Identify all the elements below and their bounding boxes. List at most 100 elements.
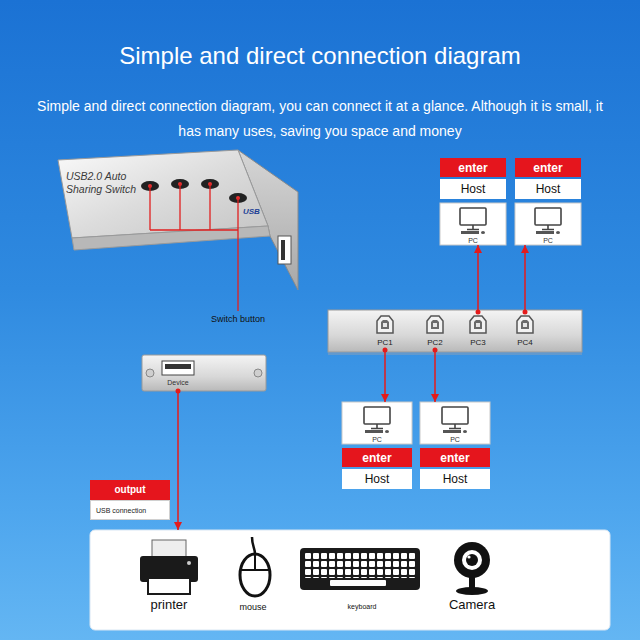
host-tag: Host	[365, 473, 390, 485]
enter-tag-box: enter	[515, 158, 581, 177]
enter-tag: enter	[362, 452, 391, 464]
pc-label-box: PC	[420, 435, 490, 444]
usb-port: PC3	[460, 312, 496, 350]
device-port: Device	[142, 355, 266, 391]
pc-host: enterHostPC	[515, 158, 581, 245]
port-label: PC4	[517, 339, 533, 347]
pc-label: PC	[543, 237, 553, 244]
connector-line	[524, 245, 526, 312]
usb-port: PC2	[417, 312, 453, 350]
port-label-box: PC4	[507, 338, 543, 348]
pc-host: enterHostPC	[440, 158, 506, 245]
output-tag: output	[114, 485, 145, 495]
connector-dot	[176, 389, 181, 394]
device-name: printer	[151, 598, 188, 611]
device-label: USB2.0 Auto Sharing Switch	[66, 170, 146, 196]
enter-tag-box: enter	[342, 448, 412, 467]
usb-a-port	[162, 361, 194, 375]
peripherals-box: printer mouse keyboard Camera	[90, 530, 610, 630]
pc-label: PC	[468, 237, 478, 244]
connector-line	[177, 391, 179, 530]
pc-host: PCenterHost	[420, 402, 490, 489]
device-name: keyboard	[348, 603, 377, 610]
host-tag-box: Host	[420, 469, 490, 489]
enter-tag: enter	[458, 162, 487, 174]
callout-label: Switch button	[198, 314, 278, 325]
page-title: Simple and direct connection diagram	[0, 42, 640, 70]
port-label: Device	[167, 379, 188, 386]
usb-b-port	[377, 316, 393, 333]
camera-icon	[454, 542, 490, 595]
enter-tag-box: enter	[440, 158, 506, 177]
device-name-box: Camera	[422, 596, 522, 612]
printer-icon	[140, 540, 198, 594]
device-name-box: printer	[119, 596, 219, 612]
panel-shadow	[328, 352, 582, 355]
screw	[146, 369, 154, 377]
pc-icon	[442, 407, 468, 433]
connector	[433, 348, 438, 403]
enter-tag: enter	[533, 162, 562, 174]
host-tag-box: Host	[440, 179, 506, 199]
usb-a-port	[165, 364, 191, 369]
connector-line	[434, 350, 436, 402]
host-tag-box: Host	[515, 179, 581, 199]
usb-a-port	[281, 240, 285, 260]
output-box: outputUSB connection	[90, 480, 170, 520]
pc-box	[420, 402, 490, 444]
device-top	[58, 150, 268, 238]
pc-icon	[364, 407, 390, 433]
pc-label-box: PC	[515, 236, 581, 245]
pc-icon	[535, 208, 561, 234]
host-tag: Host	[536, 183, 561, 195]
pc-host: PC enterHost	[342, 402, 412, 489]
keyboard-icon	[300, 548, 420, 590]
switch-device	[58, 150, 298, 290]
pc-box	[515, 203, 581, 245]
leader-line	[150, 184, 238, 311]
usb-port: PC1	[367, 312, 403, 350]
connector-dot	[383, 348, 388, 353]
host-tag-box: Host	[342, 469, 412, 489]
port-label-box: Device	[162, 377, 194, 387]
host-tag: Host	[461, 183, 486, 195]
connector-line	[477, 245, 479, 312]
output-note-box: USB connection	[90, 500, 170, 520]
connector	[476, 245, 481, 315]
mouse-icon	[240, 537, 270, 596]
port-label: PC1	[377, 339, 393, 347]
screw	[254, 369, 262, 377]
port-label-box: PC3	[460, 338, 496, 348]
connector	[383, 348, 388, 403]
port-label: PC3	[470, 339, 486, 347]
pc-label-box: PC	[440, 236, 506, 245]
device-name-box: mouse	[203, 601, 303, 613]
pc-label: PC	[372, 436, 382, 443]
connector	[176, 389, 181, 531]
port-label: PC2	[427, 339, 443, 347]
connector-line	[384, 350, 386, 402]
pc-label-box: PC	[342, 435, 412, 444]
device-name-box: keyboard	[312, 601, 412, 611]
back-panel	[328, 310, 582, 352]
port-label-box: PC1	[367, 338, 403, 348]
device-panel	[142, 355, 266, 391]
usb-b-port	[517, 316, 533, 333]
usb-port: PC4	[507, 312, 543, 350]
usb-b-port	[427, 316, 443, 333]
subtitle: Simple and direct connection diagram, yo…	[30, 94, 610, 144]
pc-box	[342, 402, 412, 444]
pc-icon	[460, 208, 486, 234]
connector-dot	[523, 310, 528, 315]
usb-badge: USB	[243, 207, 260, 217]
output-tag-box: output	[90, 480, 170, 500]
peripherals-box	[90, 530, 610, 630]
usb-a-port	[278, 236, 291, 264]
usb-b-port	[470, 316, 486, 333]
connector	[523, 245, 528, 315]
device-name: Camera	[449, 598, 495, 611]
pc-box	[440, 203, 506, 245]
